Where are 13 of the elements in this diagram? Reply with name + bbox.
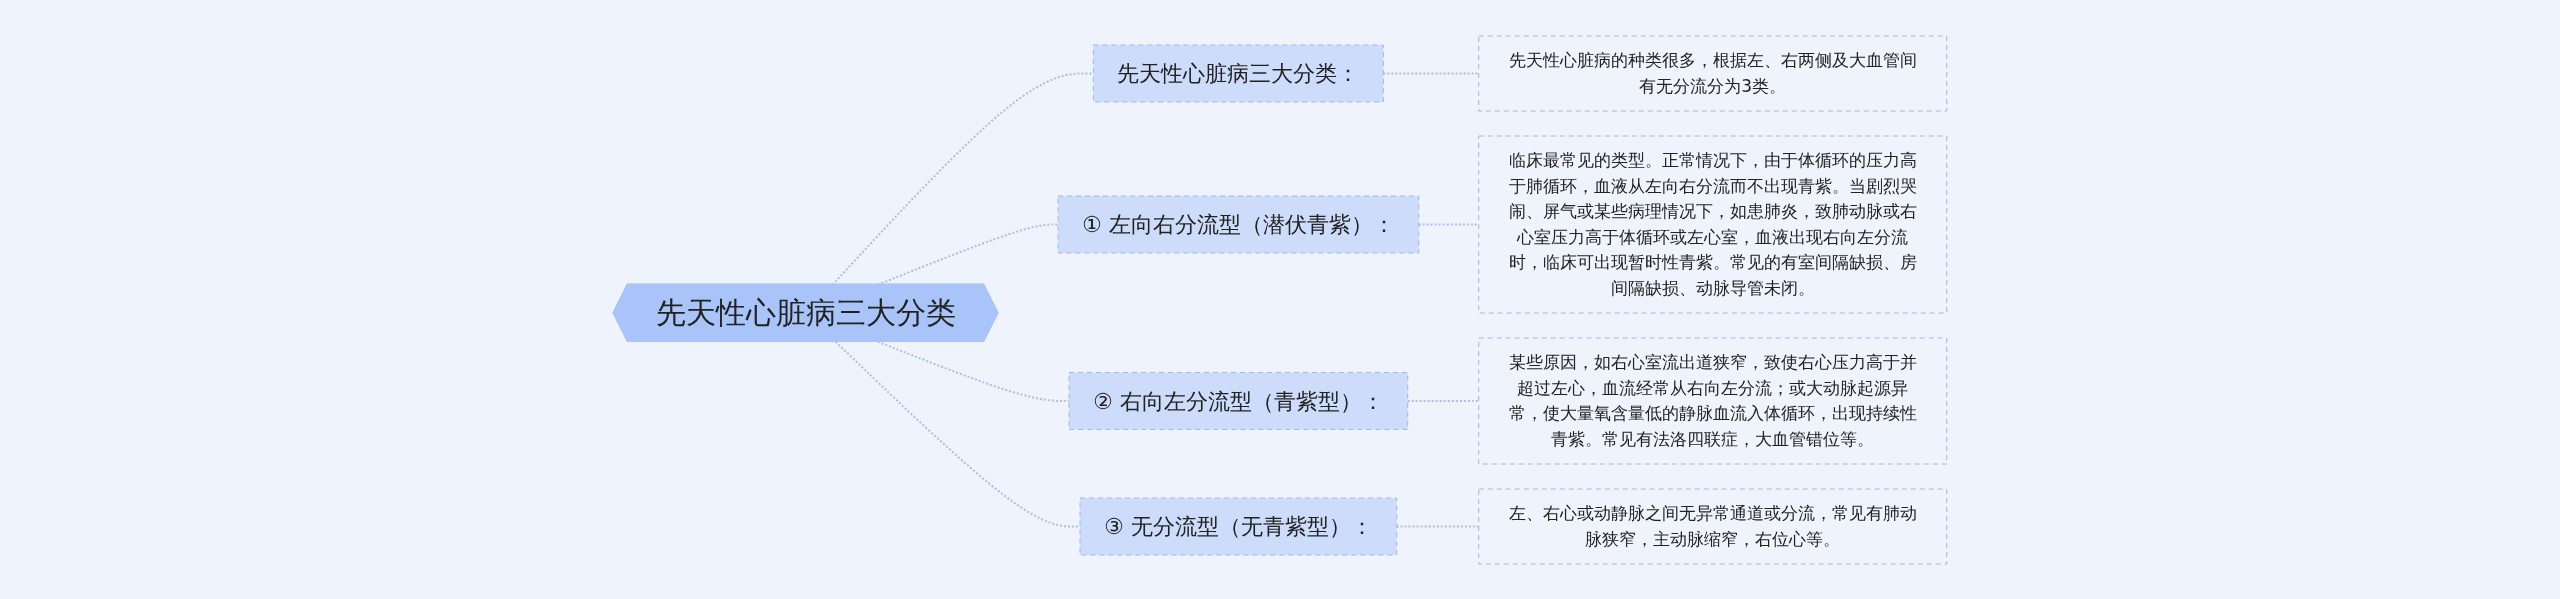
node-box: 左、右心或动静脉之间无异常通道或分流，常见有肺动脉狭窄，主动脉缩窄，右位心等。: [1478, 488, 1948, 564]
node-box: 某些原因，如右心室流出道狭窄，致使右心压力高于并超过左心，血流经常从右向左分流；或大动脉起源异常，使大量氧含量低的静脉血流入体循环，出现持续性青紫。常见有法洛四联症，大血管错位等。: [1478, 337, 1948, 464]
node-box: ① 左向右分流型（潜伏青紫）：: [1057, 195, 1420, 253]
node-box: 临床最常见的类型。正常情况下，由于体循环的压力高于肺循环，血液从左向右分流而不出现青紫。当剧烈哭闹、屏气或某些病理情况下，如患肺炎，致肺动脉或右心室压力高于体循环或左心室，血液出现右向左分流时，临床可出现暂时性青紫。常见的有室间隔缺损、房间隔缺损、动脉导管未闭。: [1478, 135, 1948, 313]
node-box: 先天性心脏病的种类很多，根据左、右两侧及大血管间有无分流分为3类。: [1478, 35, 1948, 111]
connector: [1417, 223, 1480, 225]
node-box: ③ 无分流型（无青紫型）：: [1079, 497, 1398, 555]
node-box: 先天性心脏病三大分类：: [1093, 44, 1384, 102]
connector: [1395, 525, 1480, 527]
connector: [1406, 399, 1480, 402]
connector: [1382, 72, 1480, 74]
node-box: ② 右向左分流型（青紫型）：: [1068, 371, 1409, 430]
connector: [877, 340, 1071, 402]
